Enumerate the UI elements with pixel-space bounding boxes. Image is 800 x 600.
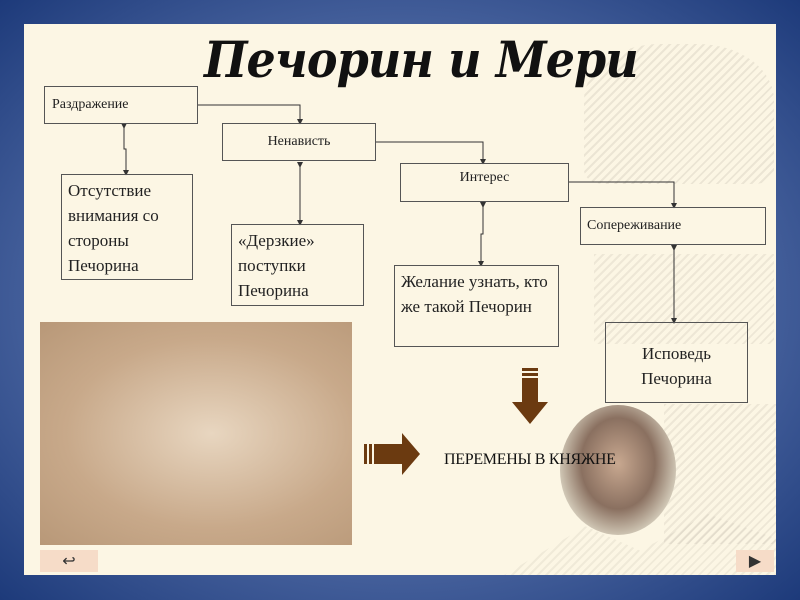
play-next-icon: ▶: [748, 553, 762, 570]
node-interest: Интерес: [400, 163, 569, 202]
return-button[interactable]: ↩: [40, 550, 98, 572]
slide: Печорин и Мери Раздражение Ненависть Инт…: [24, 24, 776, 575]
link-irritation-inattention: [121, 123, 129, 176]
decorative-manuscript: [664, 404, 776, 544]
node-label: Раздражение: [52, 97, 129, 112]
node-irritation: Раздражение: [44, 86, 198, 124]
node-label: Желание узнать, кто же такой Печорин: [401, 272, 548, 316]
node-label: Ненависть: [267, 134, 331, 149]
node-label: Исповедь Печорина: [641, 344, 712, 388]
link-interest-desire: [478, 202, 486, 267]
node-insolent: «Дерзкие» поступки Печорина: [231, 224, 364, 306]
node-confession: Исповедь Печорина: [605, 322, 748, 403]
return-icon: ↩: [62, 553, 76, 570]
result-label: ПЕРЕМЕНЫ В КНЯЖНЕ: [444, 451, 616, 468]
arrow-down-icon: [512, 368, 548, 424]
decorative-tree-sketch: [584, 44, 774, 184]
node-label: Интерес: [459, 170, 510, 185]
node-inattention: Отсутствие внимания со стороны Печорина: [61, 174, 193, 280]
node-label: Отсутствие внимания со стороны Печорина: [68, 181, 159, 275]
node-desire: Желание узнать, кто же такой Печорин: [394, 265, 559, 347]
next-button[interactable]: ▶: [736, 550, 774, 572]
diagram-connectors: [121, 104, 677, 324]
link-interest-empathy: [569, 181, 677, 209]
decorative-riders-sketch: [594, 254, 774, 344]
link-irritation-hatred: [198, 104, 303, 125]
slide-title: Печорин и Мери: [204, 30, 639, 89]
node-label: Сопереживание: [587, 218, 682, 233]
node-empathy: Сопереживание: [580, 207, 766, 245]
link-hatred-interest: [376, 141, 486, 165]
illustration-pechorin-and-mary: [40, 322, 352, 545]
node-label: «Дерзкие» поступки Печорина: [238, 231, 315, 300]
portrait-lermontov: [560, 405, 676, 535]
arrow-right-icon: [364, 433, 420, 475]
node-hatred: Ненависть: [222, 123, 376, 161]
